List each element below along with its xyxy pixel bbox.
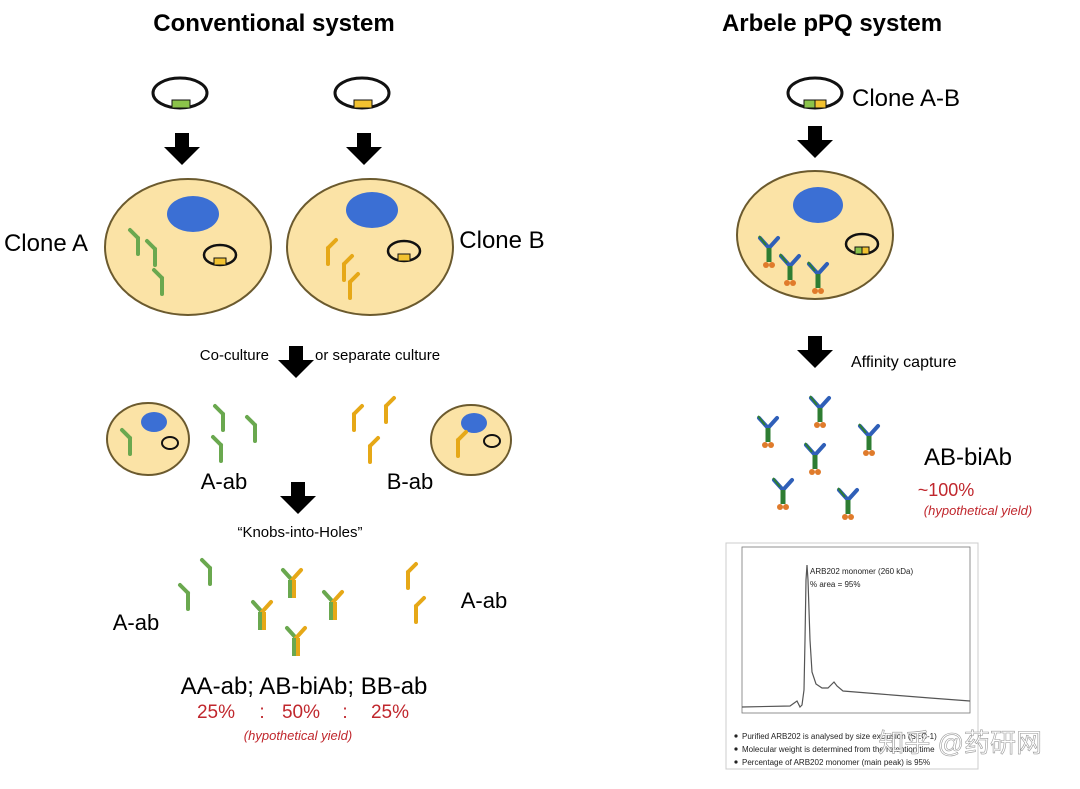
ratio-colon-2: : [342, 702, 347, 723]
right-title: Arbele pPQ system [722, 10, 942, 37]
left-title: Conventional system [153, 10, 394, 37]
ratio-bb: 25% [371, 702, 409, 723]
co-culture-label: Co-culture [200, 347, 269, 364]
cell-clone-a [104, 178, 272, 316]
a-ab-label-3: A-ab [461, 588, 507, 613]
down-arrow-icon [797, 126, 833, 158]
b-ab-label: B-ab [387, 469, 433, 494]
clone-a-label: Clone A [4, 230, 88, 257]
small-cell-b [430, 404, 512, 476]
chromatogram-bullet-1: Purified ARB202 is analysed by size excl… [742, 732, 937, 741]
biab-icon [810, 396, 829, 428]
affinity-capture-label: Affinity capture [851, 354, 957, 371]
chromatogram-bullet-2: Molecular weight is determined from the … [742, 745, 935, 754]
chromatogram-panel: ARB202 monomer (260 kDa) % area = 95% Pu… [725, 542, 979, 770]
chromatogram-bullet-3: Percentage of ARB202 monomer (main peak)… [742, 758, 930, 767]
a-ab-label: A-ab [201, 469, 247, 494]
clone-ab-label: Clone A-B [852, 85, 960, 112]
chromatogram-trace [741, 564, 971, 709]
plasmid-b-icon [333, 76, 391, 110]
ratio-aa: 25% [197, 702, 235, 723]
separate-culture-label: or separate culture [315, 347, 440, 364]
ab-biab-label: AB-biAb [924, 444, 1012, 471]
a-ab-label-2: A-ab [113, 610, 159, 635]
left-yield-note: (hypothetical yield) [244, 728, 352, 743]
right-yield-note: (hypothetical yield) [924, 503, 1032, 518]
clone-b-label: Clone B [459, 227, 544, 254]
down-arrow-icon [280, 482, 316, 514]
plasmid-ab-icon [786, 76, 844, 110]
biab-icon [859, 424, 878, 456]
down-arrow-icon [797, 336, 833, 368]
chromatogram-annotation-2: % area = 95% [810, 580, 860, 589]
chromatogram-annotation-1: ARB202 monomer (260 kDa) [810, 567, 913, 576]
biab-icon [838, 488, 857, 520]
biab-icon [805, 443, 824, 475]
ratio-ab: 50% [282, 702, 320, 723]
cell-clone-ab [736, 170, 894, 300]
ratio-colon-1: : [259, 702, 264, 723]
yield-value: ~100% [918, 480, 975, 500]
down-arrow-icon [346, 133, 382, 165]
products-label: AA-ab; AB-biAb; BB-ab [181, 673, 428, 700]
down-arrow-icon [164, 133, 200, 165]
cell-clone-b [286, 178, 454, 316]
plasmid-a-icon [151, 76, 209, 110]
small-cell-a [106, 402, 190, 476]
watermark: 知乎 @药研网 [878, 728, 1042, 758]
knobs-into-holes-label: “Knobs-into-Holes” [237, 524, 362, 541]
down-arrow-icon [278, 346, 314, 378]
biab-icon [773, 478, 792, 510]
biab-icon [758, 416, 777, 448]
